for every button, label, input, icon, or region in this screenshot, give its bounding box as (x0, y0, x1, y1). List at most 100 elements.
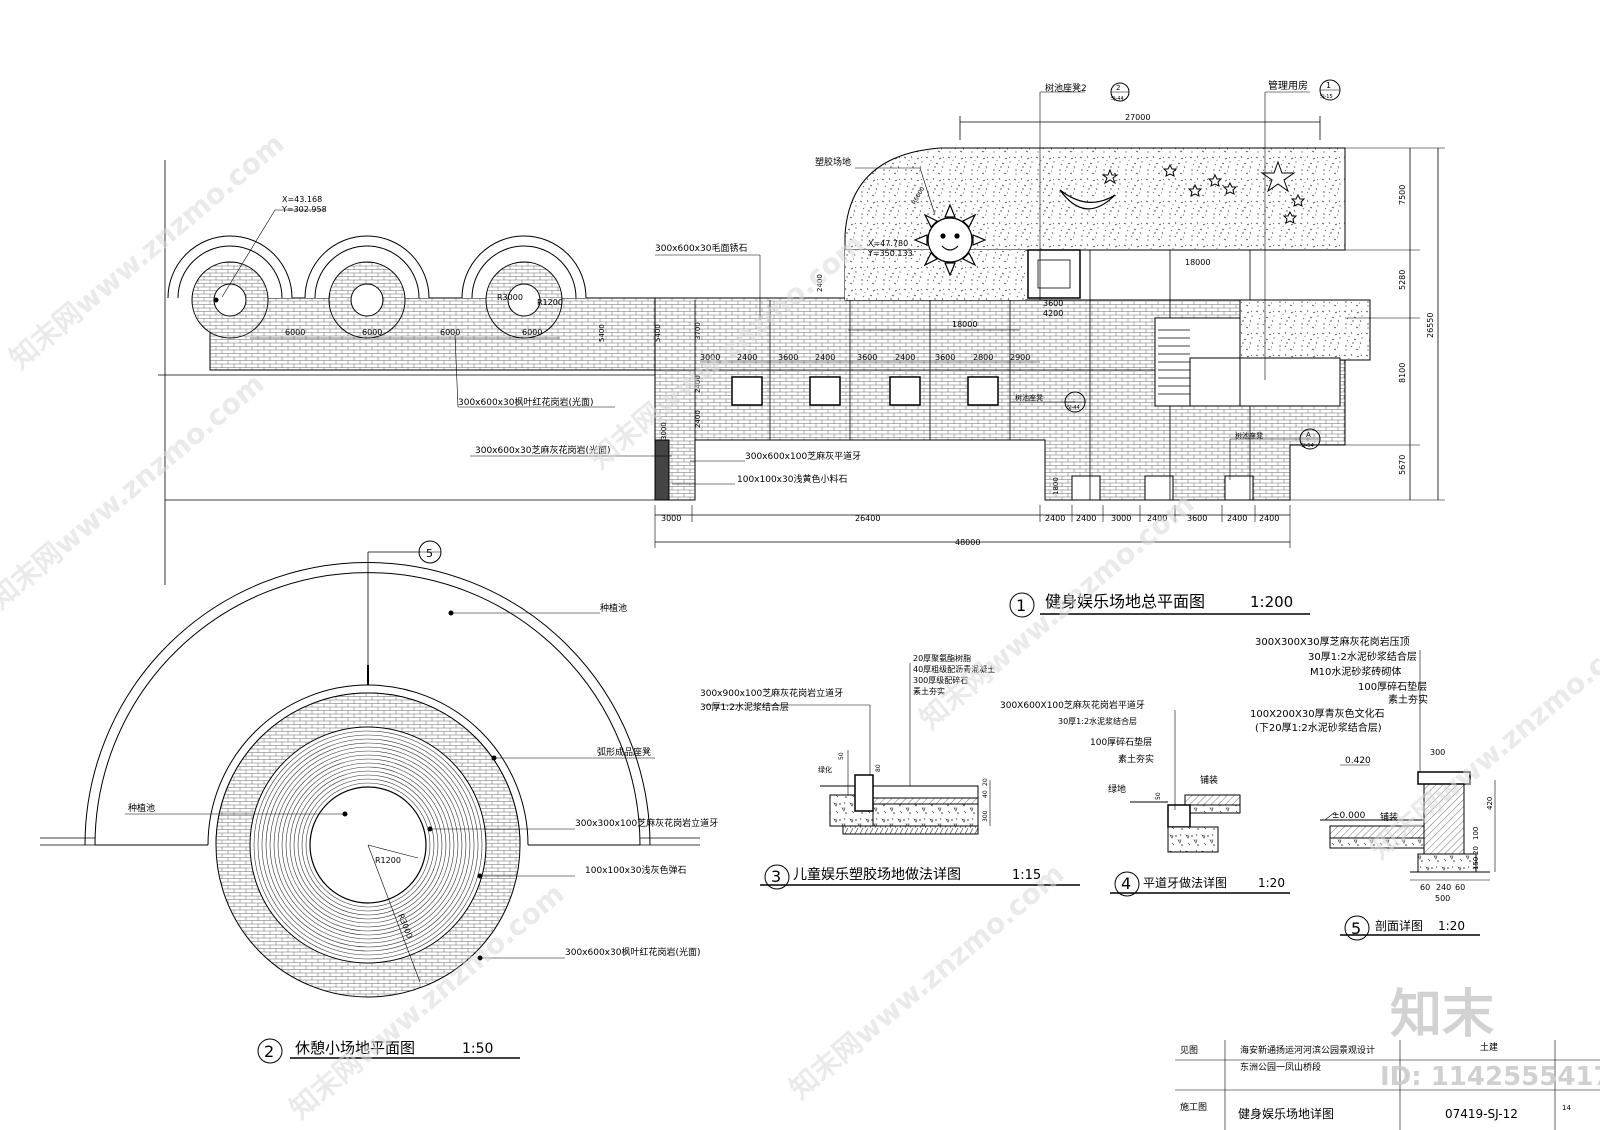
label-r3000: R3000 (497, 293, 523, 302)
dim-row-4: 6000 (522, 328, 542, 337)
d3-green: 绿化 (818, 765, 832, 774)
label-maple-granite: 300x600x30枫叶红花岗岩(光面) (458, 396, 593, 408)
plan-1-overall (158, 79, 1445, 618)
coord1-y: Y=302.958 (281, 205, 327, 214)
dim-mid-3: 3600 (778, 353, 798, 362)
tb-see: 见图 (1180, 1045, 1198, 1056)
label-curb: 300x600x100芝麻灰平道牙 (745, 450, 861, 462)
dim-bottom-9: 2400 (1259, 514, 1279, 523)
d5-scale: 1:20 (1438, 919, 1465, 933)
ref-playground-sheet: SJ-04 (1301, 443, 1314, 449)
label-granite-2: 300x600x30枫叶红花岗岩(光面) (565, 946, 700, 958)
d5-dim-9: 150 (1472, 857, 1480, 870)
plan-2-rest-area (40, 540, 700, 1064)
label-small-stone: 100x100x30浅黄色小料石 (737, 473, 847, 485)
d4-layer-1: 300X600X100芝麻灰花岗岩平道牙 (1000, 699, 1145, 711)
d5-layer-1: 300X300X30厚芝麻灰花岗岩压顶 (1255, 635, 1410, 648)
d5-layer-6: 100X200X30厚青灰色文化石 (1250, 707, 1385, 720)
d3-layer-3: 300厚级配碎石 (913, 675, 968, 685)
d5-elev-base: ±0.000 (1332, 811, 1366, 821)
watermark-2: 知末网www.znzmo.com (0, 367, 270, 615)
dim-vert-1: 2400 (816, 274, 824, 292)
star-icons (1101, 160, 1306, 224)
d4-dim-1: 50 (1155, 792, 1162, 800)
dim-row-1: 6000 (285, 328, 305, 337)
d4-number: 4 (1121, 874, 1131, 893)
d5-layer-3: M10水泥砂浆砖砌体 (1310, 665, 1401, 678)
d4-layer-2: 30厚1:2水泥浆结合层 (1058, 716, 1137, 726)
watermark-6: 知末网www.znzmo.com (283, 877, 570, 1125)
tb-project2: 东洲公园一凤山桥段 (1240, 1061, 1321, 1073)
tb-sheet: 14 (1562, 1104, 1571, 1112)
dim-mid-8: 2800 (973, 353, 993, 362)
dim-mid-4: 2400 (815, 353, 835, 362)
dim-mid-5: 3600 (857, 353, 877, 362)
dim-bottom-2: 26400 (855, 514, 880, 523)
dim-vert-4: 3700 (694, 322, 702, 340)
tb-drawing-name: 健身娱乐场地详图 (1238, 1106, 1334, 1121)
plan2-title: 休憩小场地平面图 (295, 1039, 415, 1057)
d4-green: 绿地 (1108, 783, 1126, 795)
watermark-3: 知末网www.znzmo.com (583, 227, 870, 475)
dim-3600: 3600 (1043, 299, 1063, 308)
d3-number: 3 (771, 867, 781, 886)
plan1-title: 健身娱乐场地总平面图 (1045, 592, 1205, 611)
dim-vert-3: 5400 (654, 324, 662, 342)
dim-right-7500: 7500 (1398, 185, 1407, 205)
d3-layer-2: 40厚粗级配沥青混凝土 (913, 664, 995, 674)
label-playground: 树池座凳 (1235, 431, 1263, 440)
dim-bottom-3: 2400 (1045, 514, 1065, 523)
detail-4 (1110, 710, 1290, 897)
dim-vert-8: 1800 (1052, 477, 1060, 495)
tb-discipline: 土建 (1480, 1041, 1498, 1053)
d5-paving: 铺装 (1380, 811, 1398, 823)
d3-layer-1: 20厚聚氨酯树脂 (913, 653, 971, 663)
d5-dim-6: 500 (1435, 894, 1450, 903)
dim-bottom-5: 3000 (1111, 514, 1131, 523)
d4-title: 平道牙做法详图 (1143, 875, 1227, 890)
d3-dim-1: 50 (838, 752, 845, 760)
dim-right-5280: 5280 (1398, 270, 1407, 290)
dim-right-26550: 26550 (1426, 313, 1435, 338)
label-r1200-2: R1200 (375, 856, 401, 865)
d5-dim-8: 20 (1472, 846, 1480, 855)
dim-row-3: 6000 (440, 328, 460, 337)
d5-title: 剖面详图 (1375, 918, 1423, 933)
dim-mid-6: 2400 (895, 353, 915, 362)
d3-dim-5: 300 (982, 810, 989, 822)
detail-3 (705, 663, 1080, 890)
d3-scale: 1:15 (1012, 868, 1041, 883)
dim-vert-7: 3000 (660, 422, 668, 440)
dim-total: 48000 (955, 538, 980, 547)
label-planting-top: 种植池 (600, 602, 627, 614)
d5-layer-4: 100厚碎石垫层 (1358, 680, 1427, 693)
dim-4200: 4200 (1043, 309, 1063, 318)
ref-mgmt-sheet: SJ-15 (1320, 94, 1333, 100)
dim-18000-b: 18000 (1185, 258, 1210, 267)
label-sesame-granite: 300x600x30芝麻灰花岗岩(光面) (475, 444, 610, 456)
watermark-logo: 知末 (1390, 985, 1494, 1045)
d3-dim-4: 40 (982, 790, 989, 798)
detail-5 (1320, 650, 1496, 941)
dim-vert-2: 5400 (598, 324, 606, 342)
dim-row-2: 6000 (362, 328, 382, 337)
semicircle-bench-3 (461, 235, 587, 339)
label-bench: 弧形成品座凳 (597, 746, 651, 758)
coord2-x: X=47.780 (868, 239, 908, 248)
d3-mortar: 30厚1:2水泥浆结合层 (700, 701, 789, 713)
plan2-number: 2 (264, 1042, 274, 1061)
semicircle-bench-2 (304, 235, 430, 339)
moon-icon (1059, 189, 1116, 210)
sun-icon (913, 203, 987, 277)
d5-layer-7: (下20厚1:2水泥砂浆结合层) (1255, 721, 1382, 734)
label-curb-2: 300x300x100芝麻灰花岗岩立道牙 (575, 817, 718, 829)
d3-layer-4: 素土夯实 (913, 686, 945, 696)
d4-layer-4: 素土夯实 (1118, 753, 1154, 765)
d3-dim-2: 80 (875, 764, 882, 772)
watermark-1: 知末网www.znzmo.com (3, 127, 290, 375)
dim-18000-a: 18000 (952, 320, 977, 329)
label-plastic: 塑胶场地 (815, 156, 851, 168)
watermark-id: ID: 1142555417 (1380, 1062, 1600, 1092)
dim-vert-6: 2400 (694, 410, 702, 428)
ref-mgmt-num: 1 (1326, 81, 1331, 90)
